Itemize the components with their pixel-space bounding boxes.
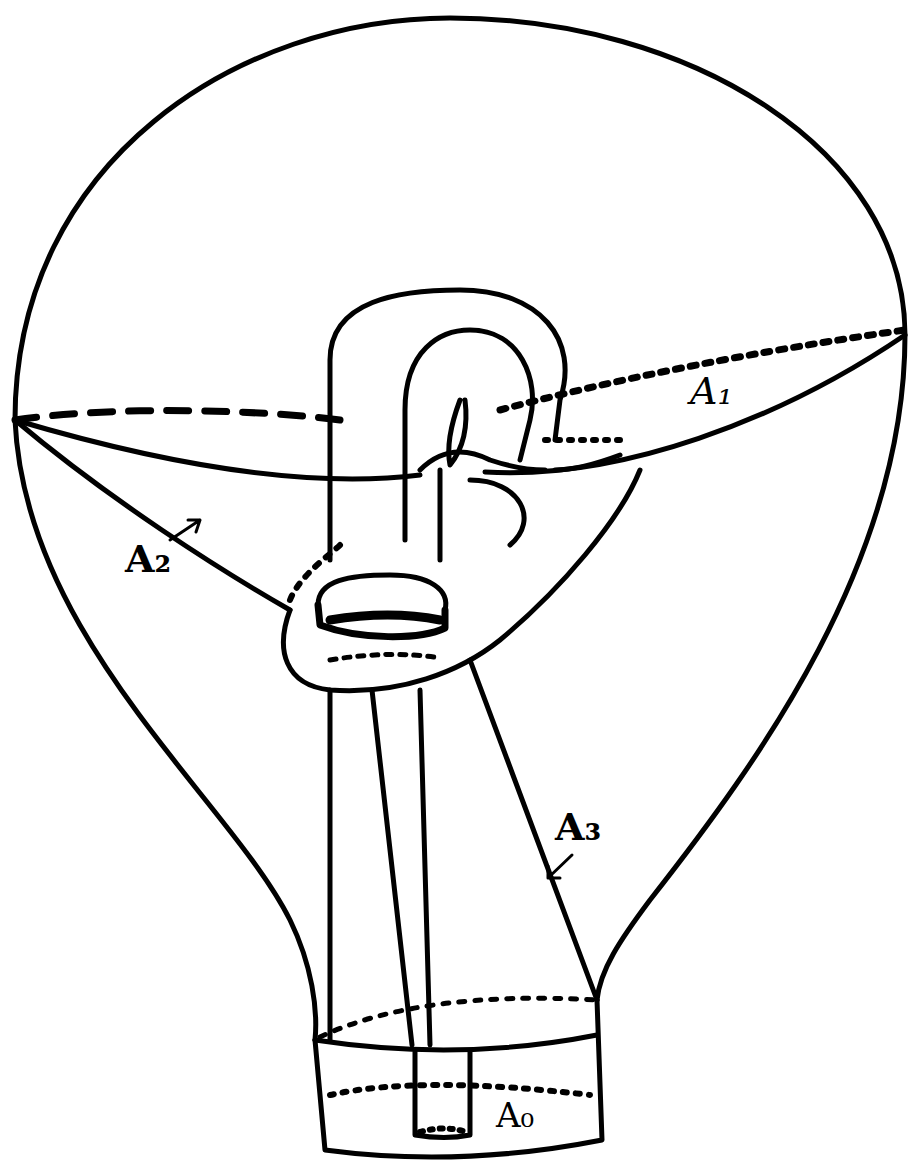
handle-fold [470, 480, 524, 545]
handle-fold [420, 452, 545, 470]
tube-end [415, 1052, 470, 1138]
handle-tube [438, 470, 443, 560]
outer-outline [15, 18, 905, 1000]
tube-end [420, 1129, 466, 1133]
handle-inner [405, 330, 533, 540]
part-label: A₁ [690, 372, 733, 410]
ring [318, 605, 445, 637]
ring [330, 615, 440, 620]
tube-line [420, 690, 430, 1045]
neck-band-back [330, 1085, 590, 1095]
part-label: A₂ [125, 540, 171, 578]
part-label: A₀ [496, 1098, 534, 1132]
pocket-outline [283, 470, 640, 691]
neck-band-back [320, 998, 597, 1037]
tube-line [328, 690, 333, 1040]
neck-cylinder [315, 1000, 602, 1157]
handle-outer [330, 290, 565, 560]
outer-outline [15, 420, 316, 1040]
handle-fold [555, 455, 620, 470]
ring [318, 575, 446, 610]
part-label: A₃ [555, 808, 601, 846]
disk-front [485, 335, 905, 473]
ring [330, 654, 440, 660]
pocket-outline [15, 420, 290, 610]
leader-arrow [170, 520, 200, 540]
disk-back [15, 411, 340, 420]
neck-band [315, 1035, 597, 1050]
tube-line [372, 690, 412, 1045]
leader-arrow [548, 855, 572, 878]
handle-back [545, 437, 620, 443]
